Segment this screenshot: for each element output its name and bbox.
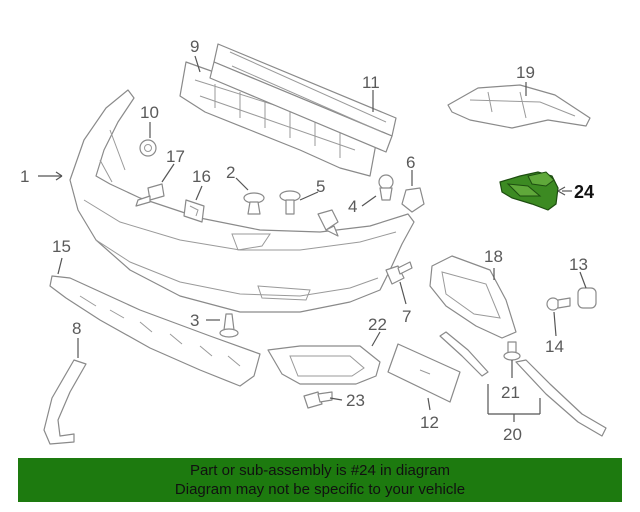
part-12-plate-bracket	[387, 343, 461, 403]
callout-7: 7	[402, 307, 411, 326]
parts-diagram: 1 2 3 4 5 6 7 8 9 10 11 12 13 14 15 16 1…	[20, 37, 607, 445]
part-15-lower-deflector	[49, 275, 261, 387]
banner-line-1: Part or sub-assembly is #24 in diagram	[189, 462, 451, 479]
callout-17: 17	[166, 147, 185, 166]
banner-line-2: Diagram may not be specific to your vehi…	[174, 481, 466, 498]
callout-21: 21	[501, 383, 520, 402]
callout-12: 12	[420, 413, 439, 432]
part-22-fog-trim	[267, 345, 381, 385]
part-5-rivets	[279, 190, 339, 237]
part-20-trim-strips	[439, 331, 607, 437]
part-16-clip	[183, 199, 205, 223]
part-3-push-pin	[219, 313, 239, 338]
callout-14: 14	[545, 337, 564, 356]
callout-15: 15	[52, 237, 71, 256]
callout-2: 2	[226, 163, 235, 182]
part-19-undershield	[447, 84, 591, 129]
callout-11: 11	[362, 73, 380, 92]
callout-4: 4	[348, 197, 357, 216]
callout-6: 6	[406, 153, 415, 172]
callout-13: 13	[569, 255, 588, 274]
part-13-bushing	[577, 287, 597, 309]
callout-23: 23	[346, 391, 365, 410]
callout-20: 20	[503, 425, 522, 444]
callout-10: 10	[140, 103, 159, 122]
part-24-highlighted	[499, 171, 559, 211]
info-banner: Part or sub-assembly is #24 in diagram D…	[18, 458, 622, 502]
callout-1: 1	[20, 167, 29, 186]
callout-3: 3	[190, 311, 199, 330]
callout-22: 22	[368, 315, 387, 334]
leader-lines	[38, 55, 587, 422]
callouts: 1 2 3 4 5 6 7 8 9 10 11 12 13 14 15 16 1…	[20, 37, 594, 444]
part-14-bolt	[546, 297, 571, 311]
callout-9: 9	[190, 37, 199, 56]
callout-24: 24	[574, 182, 594, 202]
part-10-nut	[139, 139, 157, 157]
part-1-bumper-cover	[69, 89, 415, 313]
callout-18: 18	[484, 247, 503, 266]
part-8-side-bracket	[43, 359, 87, 445]
callout-8: 8	[72, 319, 81, 338]
callout-16: 16	[192, 167, 211, 186]
part-11-reinforcement	[209, 43, 397, 153]
part-7-bolt	[385, 261, 413, 285]
part-17-screw	[135, 183, 165, 207]
callout-5: 5	[316, 177, 325, 196]
part-2-push-pin	[243, 192, 265, 215]
part-21-pin	[503, 341, 521, 361]
part-23-screw	[303, 391, 333, 409]
part-6-clip	[401, 187, 425, 213]
callout-19: 19	[516, 63, 535, 82]
part-18-fog-bracket	[429, 255, 517, 339]
part-4-clip	[378, 174, 394, 201]
